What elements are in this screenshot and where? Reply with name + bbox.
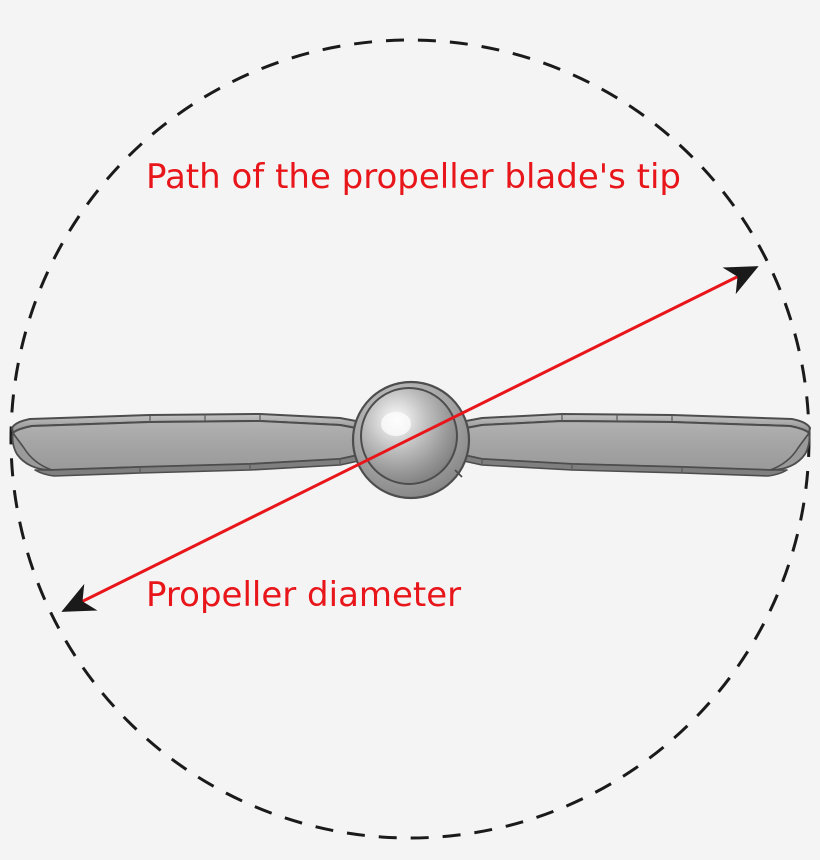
blade-right-tip: [769, 432, 811, 471]
propeller-blade-left: [11, 413, 373, 477]
hub-inner-dome: [360, 387, 458, 485]
path-of-blade-tip-label: Path of the propeller blade's tip: [146, 157, 681, 197]
blade-left-tip: [11, 432, 53, 471]
propeller-diameter-arrow: [61, 266, 759, 612]
hub-specular-highlight: [381, 412, 411, 436]
propeller-blade-right: [449, 413, 811, 477]
propeller-diameter-label: Propeller diameter: [146, 575, 461, 615]
